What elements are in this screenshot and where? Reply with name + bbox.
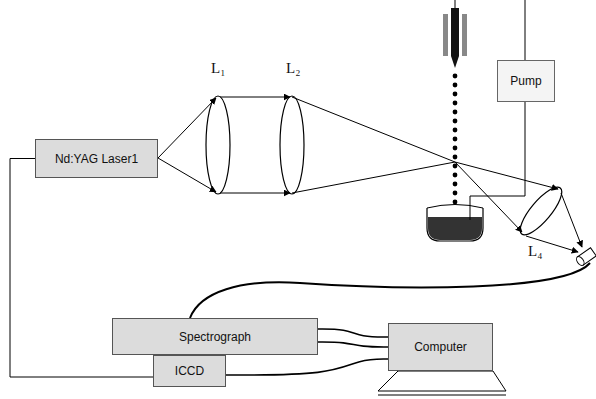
box-label: Spectrograph xyxy=(179,330,251,344)
droplet xyxy=(453,92,458,97)
beam xyxy=(220,97,290,98)
equipment-box: Computer xyxy=(388,323,493,371)
nozzle xyxy=(451,8,459,56)
box-label: ICCD xyxy=(175,364,204,378)
nozzle-sleeve xyxy=(443,14,448,56)
lens-label: L₁ xyxy=(211,60,225,77)
beam xyxy=(561,193,582,247)
droplet xyxy=(453,173,458,178)
liquid xyxy=(428,217,482,240)
lens-label: L₄ xyxy=(528,243,542,260)
droplet xyxy=(453,182,458,187)
reservoir xyxy=(427,208,483,241)
droplet xyxy=(453,83,458,88)
nozzle-tip xyxy=(451,56,459,68)
nozzle-sleeve xyxy=(462,14,467,56)
droplet xyxy=(453,146,458,151)
lens-label: L₂ xyxy=(286,60,300,77)
beam xyxy=(292,162,522,232)
lens xyxy=(280,96,304,194)
droplet xyxy=(453,119,458,124)
box-label: Computer xyxy=(414,340,467,354)
cable xyxy=(226,359,388,375)
optical-fiber xyxy=(190,263,590,318)
beam xyxy=(292,97,558,189)
cable xyxy=(318,329,388,337)
lens xyxy=(206,96,230,194)
droplet xyxy=(453,191,458,196)
droplet xyxy=(453,137,458,142)
computer-base xyxy=(378,395,506,396)
equipment-box: Pump xyxy=(497,60,555,102)
pump-tube xyxy=(470,102,525,220)
droplet xyxy=(453,155,458,160)
droplet xyxy=(453,101,458,106)
beam xyxy=(220,193,290,194)
droplets xyxy=(453,74,458,214)
droplet xyxy=(453,164,458,169)
droplet xyxy=(453,200,458,205)
droplet xyxy=(453,74,458,79)
equipment-box: Nd:YAG Laser1 xyxy=(35,139,158,178)
lens xyxy=(514,182,568,241)
equipment-box: Spectrograph xyxy=(112,318,318,355)
computer-base xyxy=(378,371,506,391)
box-label: Nd:YAG Laser1 xyxy=(55,152,138,166)
droplet xyxy=(453,128,458,133)
equipment-box: ICCD xyxy=(153,355,226,387)
cable xyxy=(318,342,388,347)
reservoir-rim xyxy=(427,205,483,209)
pump-tube xyxy=(525,0,526,60)
box-label: Pump xyxy=(510,74,541,88)
droplet xyxy=(453,110,458,115)
fiber-end xyxy=(575,248,596,267)
